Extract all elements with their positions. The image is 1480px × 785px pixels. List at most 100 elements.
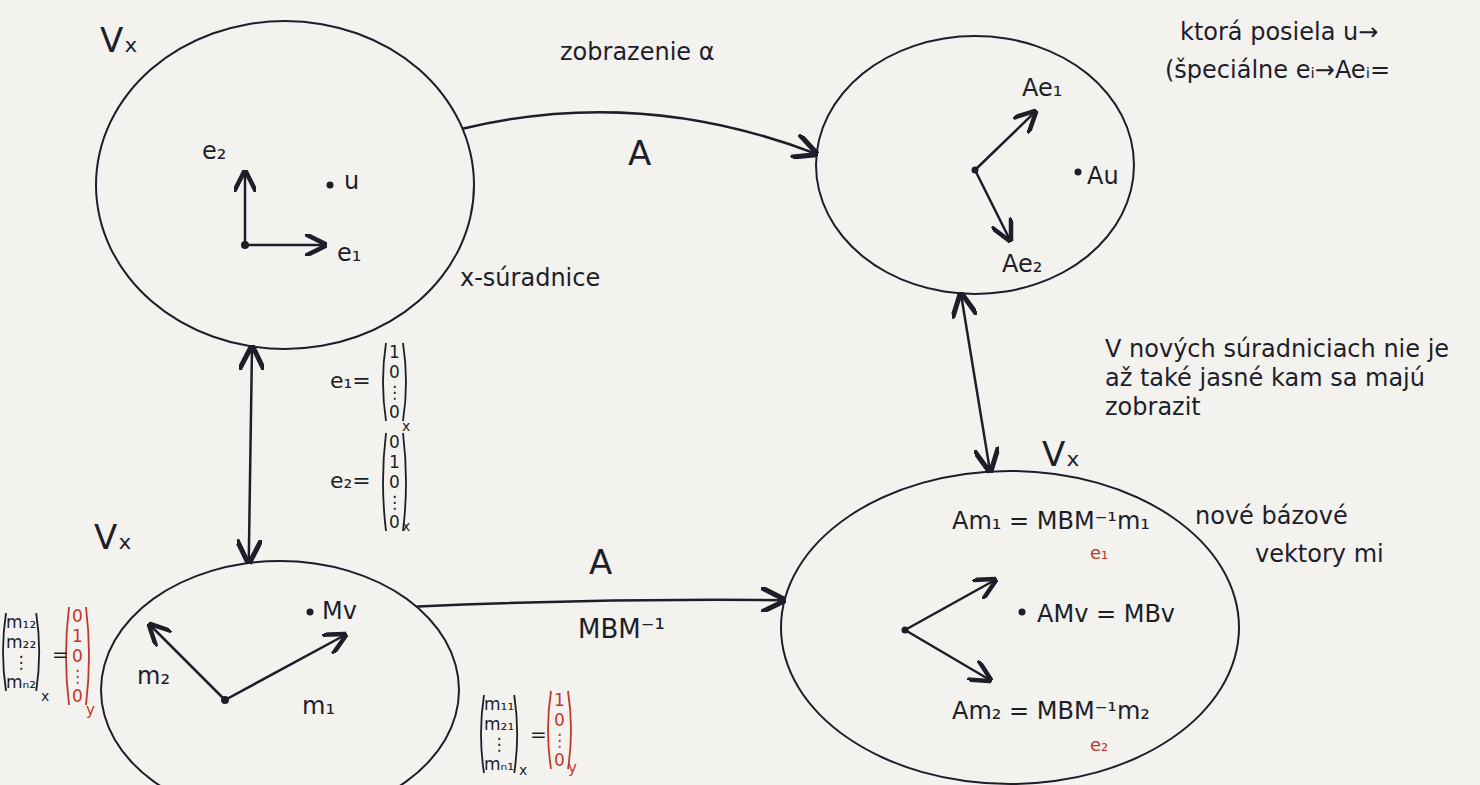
point-dot — [307, 609, 314, 616]
text-holder: x — [519, 760, 527, 779]
text-holder: = — [52, 642, 69, 666]
underbrace-label: e₁ — [1090, 542, 1108, 564]
text-holder: ktorá posiela u→ — [1180, 18, 1378, 47]
image-vector — [905, 630, 990, 680]
equation: AMv = MBv — [1037, 600, 1175, 629]
underbrace-label: e₂ — [1090, 734, 1108, 756]
origin-dot — [241, 241, 249, 249]
space-name: Vₓ — [1042, 434, 1080, 475]
point-label: Mv — [322, 597, 357, 626]
mapping-note: zobrazenie α — [560, 38, 715, 67]
text-holder: m₁ — [302, 692, 335, 721]
text-holder: 0 1 0 ⋮ 0 — [69, 606, 86, 706]
point-dot — [327, 182, 334, 189]
text-holder: y — [86, 700, 95, 719]
column-vector: 1 0 ⋮ 0 — [551, 690, 568, 770]
point-dot — [1019, 609, 1026, 616]
text-holder: zobrazenie α — [560, 38, 715, 67]
mapping-arrow — [249, 347, 252, 561]
mapping-arrow — [961, 295, 990, 471]
basis-subscript: x — [41, 688, 49, 705]
column-vector: m₁₂ m₂₂ ⋮ mₙ₂ — [6, 612, 36, 692]
image-vector — [905, 580, 995, 630]
text-holder: vektory mi — [1255, 540, 1384, 569]
image-vector — [975, 170, 1010, 240]
equals-sign: = — [52, 642, 69, 666]
equation: Am₁ = MBM⁻¹m₁ — [952, 507, 1150, 536]
basis-subscript: y — [568, 759, 577, 777]
text-holder: 0 1 0 ⋮ 0 — [386, 432, 403, 532]
text-holder: A — [585, 542, 616, 583]
text-holder: Vₓ — [94, 517, 132, 558]
side-note: (špeciálne eᵢ→Aeᵢ= — [1165, 56, 1390, 85]
text-holder: MBM⁻¹ — [578, 614, 665, 645]
basis-vector — [244, 172, 247, 245]
text-holder: y — [568, 758, 577, 777]
text-holder: e₂ — [1090, 734, 1108, 756]
vector-parenthesis — [66, 607, 89, 705]
edge-label: A — [585, 542, 616, 583]
text-holder: Am₂ = MBM⁻¹m₂ — [952, 697, 1150, 726]
basis-vector — [245, 244, 325, 247]
vector-parenthesis — [383, 433, 406, 531]
vector-label: e₂ — [202, 137, 226, 166]
text-holder: Am₁ = MBM⁻¹m₁ — [952, 507, 1150, 536]
text-holder: m₁₁ m₂₁ ⋮ mₙ₁ — [484, 694, 514, 774]
text-holder: e₁ — [1090, 542, 1108, 564]
column-vector: 0 1 0 ⋮ 0 — [69, 606, 86, 706]
origin-dot — [902, 627, 909, 634]
text-holder: e₁ — [337, 239, 361, 268]
side-note: nové bázové — [1195, 502, 1348, 531]
column-vector: m₁₁ m₂₁ ⋮ mₙ₁ — [484, 694, 514, 774]
vector-label: Ae₂ — [1002, 250, 1042, 279]
vector-label: m₁ — [302, 692, 335, 721]
equation: Am₂ = MBM⁻¹m₂ — [952, 697, 1150, 726]
vector-name: e₂= — [330, 468, 371, 494]
text-holder: e₂= — [330, 468, 371, 494]
origin-dot — [221, 696, 229, 704]
vector-name: e₁= — [330, 368, 371, 394]
vector-label: e₁ — [337, 239, 361, 268]
basis-subscript: y — [86, 701, 95, 719]
text-holder: x-súradnice — [460, 264, 600, 293]
equals-sign: = — [530, 722, 547, 746]
text-holder: u — [344, 167, 359, 196]
text-holder: 1 0 ⋮ 0 — [551, 690, 568, 770]
text-holder: nové bázové — [1195, 502, 1348, 531]
side-note: vektory mi — [1255, 540, 1384, 569]
text-holder: Ae₁ — [1022, 74, 1062, 103]
text-holder: V nových súradniciach nie je až také jas… — [1105, 335, 1475, 421]
text-holder: m₁₂ m₂₂ ⋮ mₙ₂ — [6, 612, 36, 692]
text-holder: Ae₂ — [1002, 250, 1042, 279]
vector-space-circle: VₓAm₁ = MBM⁻¹m₁e₁AMv = MBvAm₂ = MBM⁻¹m₂e… — [780, 470, 1240, 785]
side-note: ktorá posiela u→ — [1180, 18, 1378, 47]
edge-label: A — [624, 133, 655, 174]
text-holder: Vₓ — [100, 20, 138, 61]
point-label: Au — [1087, 162, 1119, 191]
vector-label: m₂ — [137, 662, 170, 691]
text-holder: m₂ — [137, 662, 170, 691]
text-holder: x — [41, 686, 49, 705]
basis-subscript: x — [519, 762, 527, 779]
space-name: Vₓ — [94, 517, 132, 558]
vector-label: Ae₁ — [1022, 74, 1062, 103]
text-holder: = — [530, 722, 547, 746]
text-holder: x — [402, 516, 410, 535]
column-vector: 1 0 ⋮ 0 — [386, 342, 403, 422]
origin-dot — [972, 167, 979, 174]
vector-parenthesis — [481, 695, 517, 773]
text-holder: Vₓ — [1042, 434, 1080, 475]
mapping-arrow — [418, 600, 784, 607]
text-holder: Au — [1087, 162, 1119, 191]
matrix-label: MBM⁻¹ — [578, 614, 665, 645]
vector-parenthesis — [3, 613, 39, 691]
vector-space-circle: Ae₁ AuAe₂ — [815, 35, 1135, 295]
column-vector: 0 1 0 ⋮ 0 — [386, 432, 403, 532]
basis-subscript: x — [402, 418, 410, 435]
basis-subscript: x — [402, 518, 410, 535]
basis-vector — [225, 635, 345, 700]
coordinate-note: x-súradnice — [460, 264, 600, 293]
